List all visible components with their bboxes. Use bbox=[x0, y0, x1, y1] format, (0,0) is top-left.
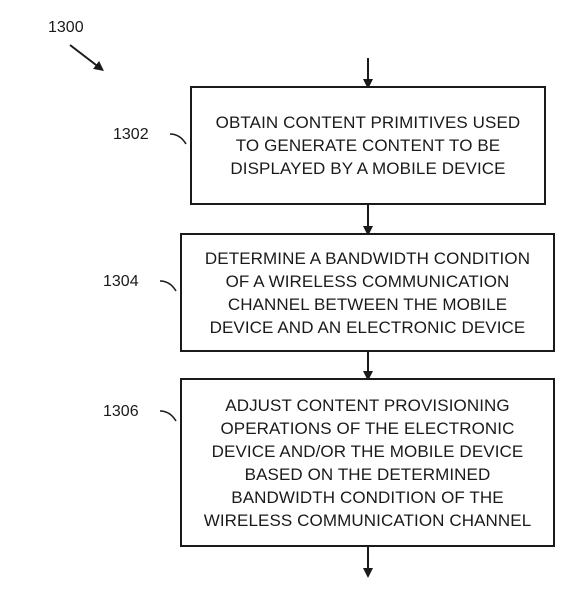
step-text-line: BASED ON THE DETERMINED bbox=[244, 464, 491, 484]
leader-1304 bbox=[159, 280, 177, 292]
leader-1306 bbox=[159, 410, 177, 422]
step-text-line: BANDWIDTH CONDITION OF THE bbox=[231, 487, 504, 507]
step-ref-1306: 1306 bbox=[103, 403, 139, 420]
step-text-line: DETERMINE A BANDWIDTH CONDITION bbox=[204, 248, 531, 268]
step-text-line: CHANNEL BETWEEN THE MOBILE bbox=[227, 294, 508, 314]
step-text-line: DISPLAYED BY A MOBILE DEVICE bbox=[230, 159, 506, 178]
step-text-line: TO GENERATE CONTENT TO BE bbox=[235, 136, 501, 155]
step-box-obtain-content-primitives: OBTAIN CONTENT PRIMITIVES USED TO GENERA… bbox=[190, 86, 546, 205]
step-text-line: WIRELESS COMMUNICATION CHANNEL bbox=[203, 510, 532, 530]
leader-1302 bbox=[169, 133, 187, 145]
step-text-line: OF A WIRELESS COMMUNICATION bbox=[225, 271, 510, 291]
step-text-line: DEVICE AND AN ELECTRONIC DEVICE bbox=[209, 317, 526, 337]
step-ref-1302: 1302 bbox=[113, 126, 149, 143]
step-box-adjust-provisioning: ADJUST CONTENT PROVISIONING OPERATIONS O… bbox=[180, 378, 555, 547]
step-text-line: OBTAIN CONTENT PRIMITIVES USED bbox=[215, 113, 521, 132]
figure-label: 1300 bbox=[48, 19, 84, 36]
step-text-line: ADJUST CONTENT PROVISIONING bbox=[225, 395, 510, 415]
step-text-line: DEVICE AND/OR THE MOBILE DEVICE bbox=[211, 441, 524, 461]
step-text-line: OPERATIONS OF THE ELECTRONIC bbox=[220, 418, 515, 438]
step-box-determine-bandwidth: DETERMINE A BANDWIDTH CONDITION OF A WIR… bbox=[180, 233, 555, 352]
figure-pointer-arrow bbox=[69, 44, 104, 72]
step-ref-1304: 1304 bbox=[103, 273, 139, 290]
